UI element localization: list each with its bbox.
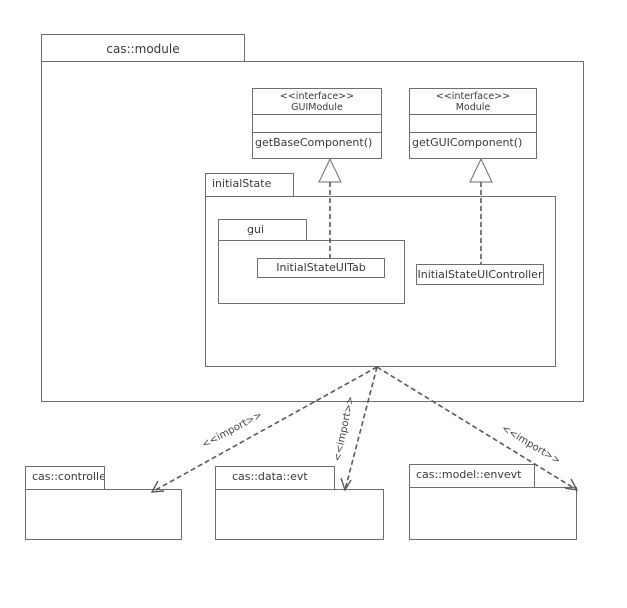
class-initialstateuitab[interactable]: InitialStateUITab — [257, 258, 385, 278]
import-arrowhead-controller — [150, 480, 165, 493]
realization-arrowhead-guimodule — [318, 157, 342, 183]
package-data-evt — [215, 489, 384, 540]
interface-guimodule-stereotype: <<interface>> — [279, 91, 355, 102]
interface-guimodule-header: <<interface>> GUIModule — [253, 89, 381, 115]
interface-guimodule-operation: getBaseComponent() — [255, 136, 373, 149]
realization-arrowhead-module — [469, 157, 493, 183]
package-name-gui: gui — [247, 223, 265, 236]
import-arrowhead-model-envevt — [564, 478, 579, 491]
import-arrowhead-data-evt — [340, 477, 352, 492]
import-label-model-envevt: <<import>> — [499, 423, 562, 467]
interface-module[interactable]: <<interface>> Module getGUIComponent() — [409, 88, 537, 159]
interface-module-name: Module — [455, 102, 491, 113]
import-line-data-evt — [344, 366, 378, 491]
interface-guimodule[interactable]: <<interface>> GUIModule getBaseComponent… — [252, 88, 382, 159]
import-line-controller — [151, 366, 378, 493]
package-model-envevt — [409, 487, 577, 540]
package-name-controller: cas::controller — [32, 470, 105, 483]
interface-module-operation: getGUIComponent() — [412, 136, 523, 149]
interface-guimodule-divider — [253, 132, 381, 133]
interface-module-divider — [410, 132, 536, 133]
package-name-data-evt: cas::data::evt — [232, 470, 308, 483]
import-line-model-envevt — [376, 366, 578, 491]
interface-guimodule-name: GUIModule — [291, 102, 343, 113]
import-label-data-evt: <<import>> — [332, 395, 357, 462]
class-initialstateuicontroller[interactable]: InitialStateUIController — [416, 264, 544, 285]
class-initialstateuicontroller-name: InitialStateUIController — [417, 268, 543, 281]
class-initialstateuitab-name: InitialStateUITab — [276, 261, 366, 274]
package-controller — [25, 489, 182, 540]
import-label-controller: <<import>> — [200, 410, 264, 451]
package-name-model-envevt: cas::model::envevt — [416, 468, 522, 481]
interface-module-stereotype: <<interface>> — [435, 91, 511, 102]
interface-module-header: <<interface>> Module — [410, 89, 536, 115]
package-tab-data-evt: cas::data::evt — [215, 466, 335, 490]
package-tab-controller: cas::controller — [25, 466, 105, 490]
package-tab-model-envevt: cas::model::envevt — [409, 464, 535, 488]
package-name-module: cas::module — [106, 42, 180, 56]
package-name-initialstate: initialState — [212, 177, 272, 190]
package-tab-module: cas::module — [41, 34, 245, 62]
